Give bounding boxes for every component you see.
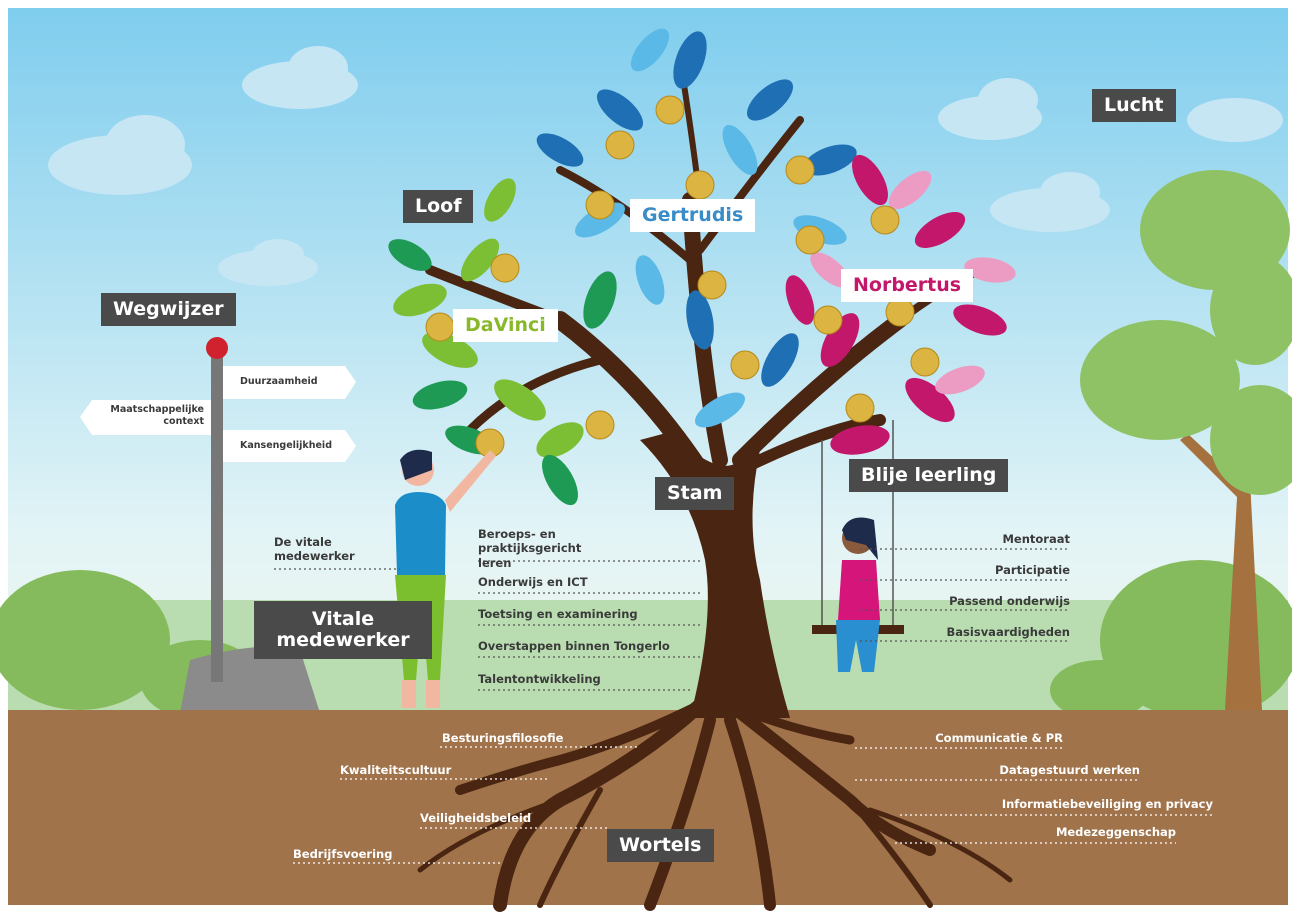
stam-item: Overstappen binnen Tongerlo bbox=[478, 639, 670, 653]
leader-lines bbox=[274, 548, 1070, 691]
label-vitale-medewerker: Vitale medewerker bbox=[254, 601, 432, 659]
item-de-vitale-medewerker: De vitale medewerker bbox=[274, 535, 355, 564]
label-wegwijzer: Wegwijzer bbox=[101, 293, 236, 326]
label-loof: Loof bbox=[403, 190, 474, 223]
foliage-norbertus bbox=[785, 154, 1007, 455]
leerling-item: Basisvaardigheden bbox=[946, 625, 1070, 639]
stam-item: Talentontwikkeling bbox=[478, 672, 601, 686]
sign-kansengelijkheid: Kansengelijkheid bbox=[240, 440, 332, 451]
foliage-gertrudis bbox=[536, 31, 857, 387]
background-tree bbox=[1080, 170, 1292, 710]
sign-maatschappelijke-context: Maatschappelijke context bbox=[110, 404, 204, 427]
apples bbox=[425, 95, 940, 458]
label-norbertus: Norbertus bbox=[841, 269, 974, 302]
leerling-item: Mentoraat bbox=[1002, 532, 1070, 546]
root-item: Veiligheidsbeleid bbox=[420, 811, 532, 825]
root-item: Besturingsfilosofie bbox=[442, 731, 564, 745]
stam-item: Beroeps- en praktijksgericht leren bbox=[478, 527, 582, 570]
label-lucht: Lucht bbox=[1092, 89, 1176, 122]
label-blije-leerling: Blije leerling bbox=[849, 459, 1009, 492]
label-wortels: Wortels bbox=[607, 829, 714, 862]
root-item: Datagestuurd werken bbox=[999, 763, 1140, 777]
girl-figure bbox=[836, 517, 880, 672]
clouds bbox=[48, 46, 1283, 286]
root-item: Bedrijfsvoering bbox=[293, 847, 393, 861]
foliage-davinci bbox=[393, 178, 584, 458]
sign-duurzaamheid: Duurzaamheid bbox=[240, 376, 318, 387]
root-leader-lines bbox=[293, 746, 1213, 864]
foliage-norbertus-light bbox=[810, 170, 1016, 395]
signpost bbox=[80, 337, 356, 682]
stam-item: Toetsing en examinering bbox=[478, 607, 638, 621]
trunk bbox=[640, 432, 790, 718]
leerling-item: Passend onderwijs bbox=[949, 594, 1070, 608]
stam-item: Onderwijs en ICT bbox=[478, 575, 588, 589]
root-item: Medezeggenschap bbox=[1055, 825, 1176, 839]
root-item: Communicatie & PR bbox=[935, 731, 1063, 745]
label-stam: Stam bbox=[655, 477, 735, 510]
label-gertrudis: Gertrudis bbox=[630, 199, 756, 232]
label-davinci: DaVinci bbox=[453, 309, 558, 342]
root-item: Kwaliteitscultuur bbox=[340, 763, 452, 777]
leerling-item: Participatie bbox=[995, 563, 1070, 577]
root-item: Informatiebeveiliging en privacy bbox=[1001, 797, 1213, 811]
